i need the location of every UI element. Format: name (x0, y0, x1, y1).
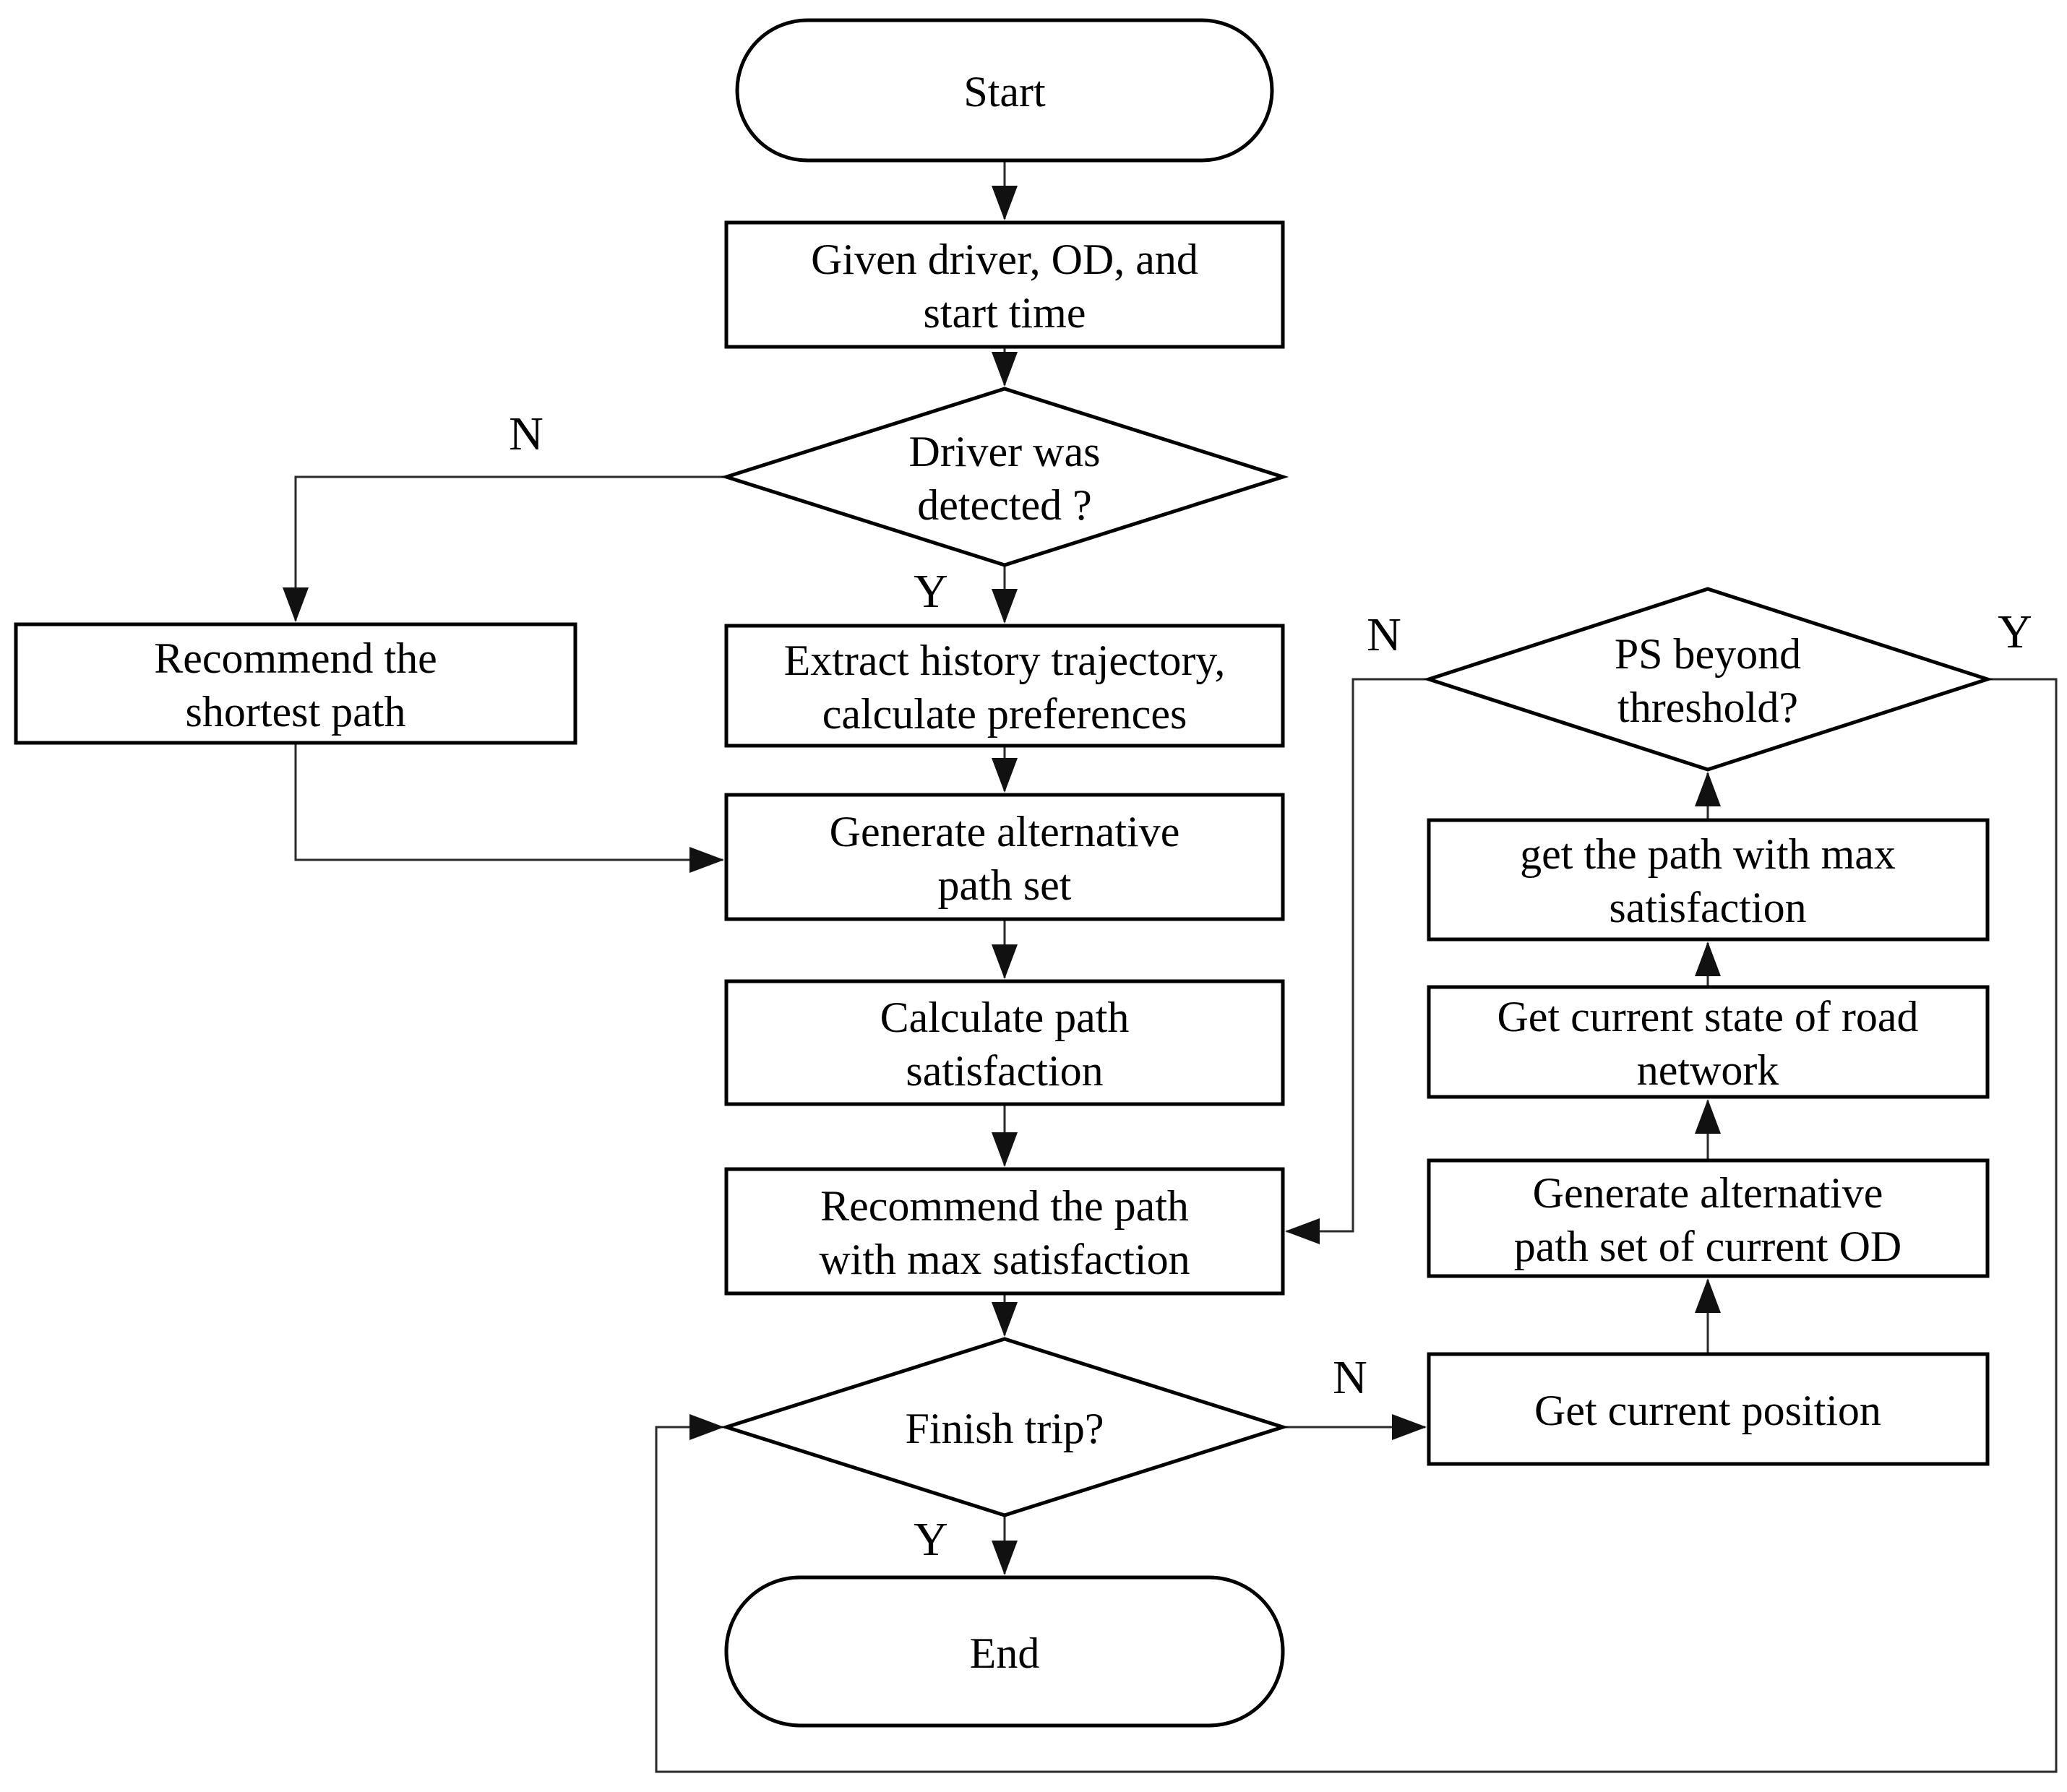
node-recommend-shortest: Recommend the shortest path (14, 622, 577, 745)
node-ps-threshold: PS beyond threshold? (1422, 587, 1994, 772)
given-driver-label-line2: start time (924, 289, 1086, 337)
node-generate-alt-current-od: Generate alternative path set of current… (1427, 1158, 1990, 1278)
generate-alternative-label-line1: Generate alternative (830, 808, 1180, 856)
recommend-max-label-line2: with max satisfaction (819, 1236, 1190, 1283)
node-recommend-max: Recommend the path with max satisfaction (724, 1167, 1285, 1296)
node-driver-detected: Driver was detected ? (720, 387, 1289, 567)
driver-detected-label-line2: detected ? (917, 481, 1092, 529)
recommend-max-shape (724, 1167, 1285, 1296)
get-position-shape (1427, 1352, 1990, 1466)
node-get-position: Get current position (1427, 1352, 1990, 1466)
calculate-satisfaction-shape (724, 979, 1285, 1106)
label-finish-trip-no: N (1333, 1351, 1367, 1404)
calculate-satisfaction-label-line2: satisfaction (906, 1047, 1103, 1095)
edge-driver-detected-no-to-recommend-shortest (283, 475, 726, 622)
node-start: Start (735, 18, 1274, 163)
label-finish-trip-yes: Y (914, 1513, 948, 1566)
label-driver-detected-yes: Y (914, 565, 948, 618)
extract-history-shape (724, 624, 1285, 748)
recommend-shortest-label-line2: shortest path (186, 688, 406, 736)
node-generate-alternative: Generate alternative path set (724, 793, 1285, 921)
node-finish-trip: Finish trip? (720, 1337, 1289, 1517)
ps-threshold-label-line1: PS beyond (1615, 630, 1801, 678)
get-max-path-label-line2: satisfaction (1609, 884, 1806, 931)
recommend-shortest-shape (14, 622, 577, 745)
label-ps-threshold-yes: Y (1998, 606, 2032, 658)
edge-ps-threshold-no-to-recommend-max (1285, 678, 1429, 1244)
calculate-satisfaction-label-line1: Calculate path (880, 994, 1130, 1041)
branch-labels: N Y N Y N Y (509, 408, 2032, 1566)
node-calculate-satisfaction: Calculate path satisfaction (724, 979, 1285, 1106)
given-driver-shape (724, 220, 1285, 349)
end-label: End (970, 1629, 1040, 1677)
generate-alternative-shape (724, 793, 1285, 921)
recommend-max-label-line1: Recommend the path (820, 1182, 1189, 1230)
label-ps-threshold-no: N (1367, 608, 1401, 661)
get-max-path-label-line1: get the path with max (1520, 830, 1896, 878)
recommend-shortest-label-line1: Recommend the (154, 634, 437, 682)
node-given-driver: Given driver, OD, and start time (724, 220, 1285, 349)
generate-alt-current-od-shape (1427, 1158, 1990, 1278)
extract-history-label-line2: calculate preferences (822, 690, 1187, 738)
finish-trip-label: Finish trip? (905, 1405, 1104, 1452)
edge-recommend-shortest-to-generate-alternative (294, 743, 724, 873)
get-road-state-label-line2: network (1637, 1046, 1779, 1094)
generate-alt-current-od-label-line1: Generate alternative (1533, 1169, 1883, 1217)
node-extract-history: Extract history trajectory, calculate pr… (724, 624, 1285, 748)
ps-threshold-decision-shape (1422, 587, 1994, 772)
edge-ps-threshold-yes-loop-to-finish-trip (655, 678, 2058, 1773)
get-max-path-shape (1427, 818, 1990, 942)
get-road-state-shape (1427, 985, 1990, 1099)
end-terminator-shape (724, 1575, 1285, 1728)
ps-threshold-label-line2: threshold? (1617, 684, 1798, 731)
edges (283, 160, 2058, 1773)
finish-trip-decision-shape (720, 1337, 1289, 1517)
node-get-road-state: Get current state of road network (1427, 985, 1990, 1099)
driver-detected-decision-shape (720, 387, 1289, 567)
generate-alternative-label-line2: path set (938, 861, 1072, 909)
get-position-label: Get current position (1534, 1387, 1881, 1434)
extract-history-label-line1: Extract history trajectory, (784, 637, 1226, 684)
node-get-max-path: get the path with max satisfaction (1427, 818, 1990, 942)
node-end: End (724, 1575, 1285, 1728)
given-driver-label-line1: Given driver, OD, and (811, 236, 1198, 283)
start-label: Start (963, 68, 1046, 116)
driver-detected-label-line1: Driver was (909, 428, 1101, 475)
get-road-state-label-line1: Get current state of road (1497, 993, 1918, 1041)
start-terminator-shape (735, 18, 1274, 163)
label-driver-detected-no: N (509, 408, 543, 460)
generate-alt-current-od-label-line2: path set of current OD (1514, 1223, 1901, 1270)
